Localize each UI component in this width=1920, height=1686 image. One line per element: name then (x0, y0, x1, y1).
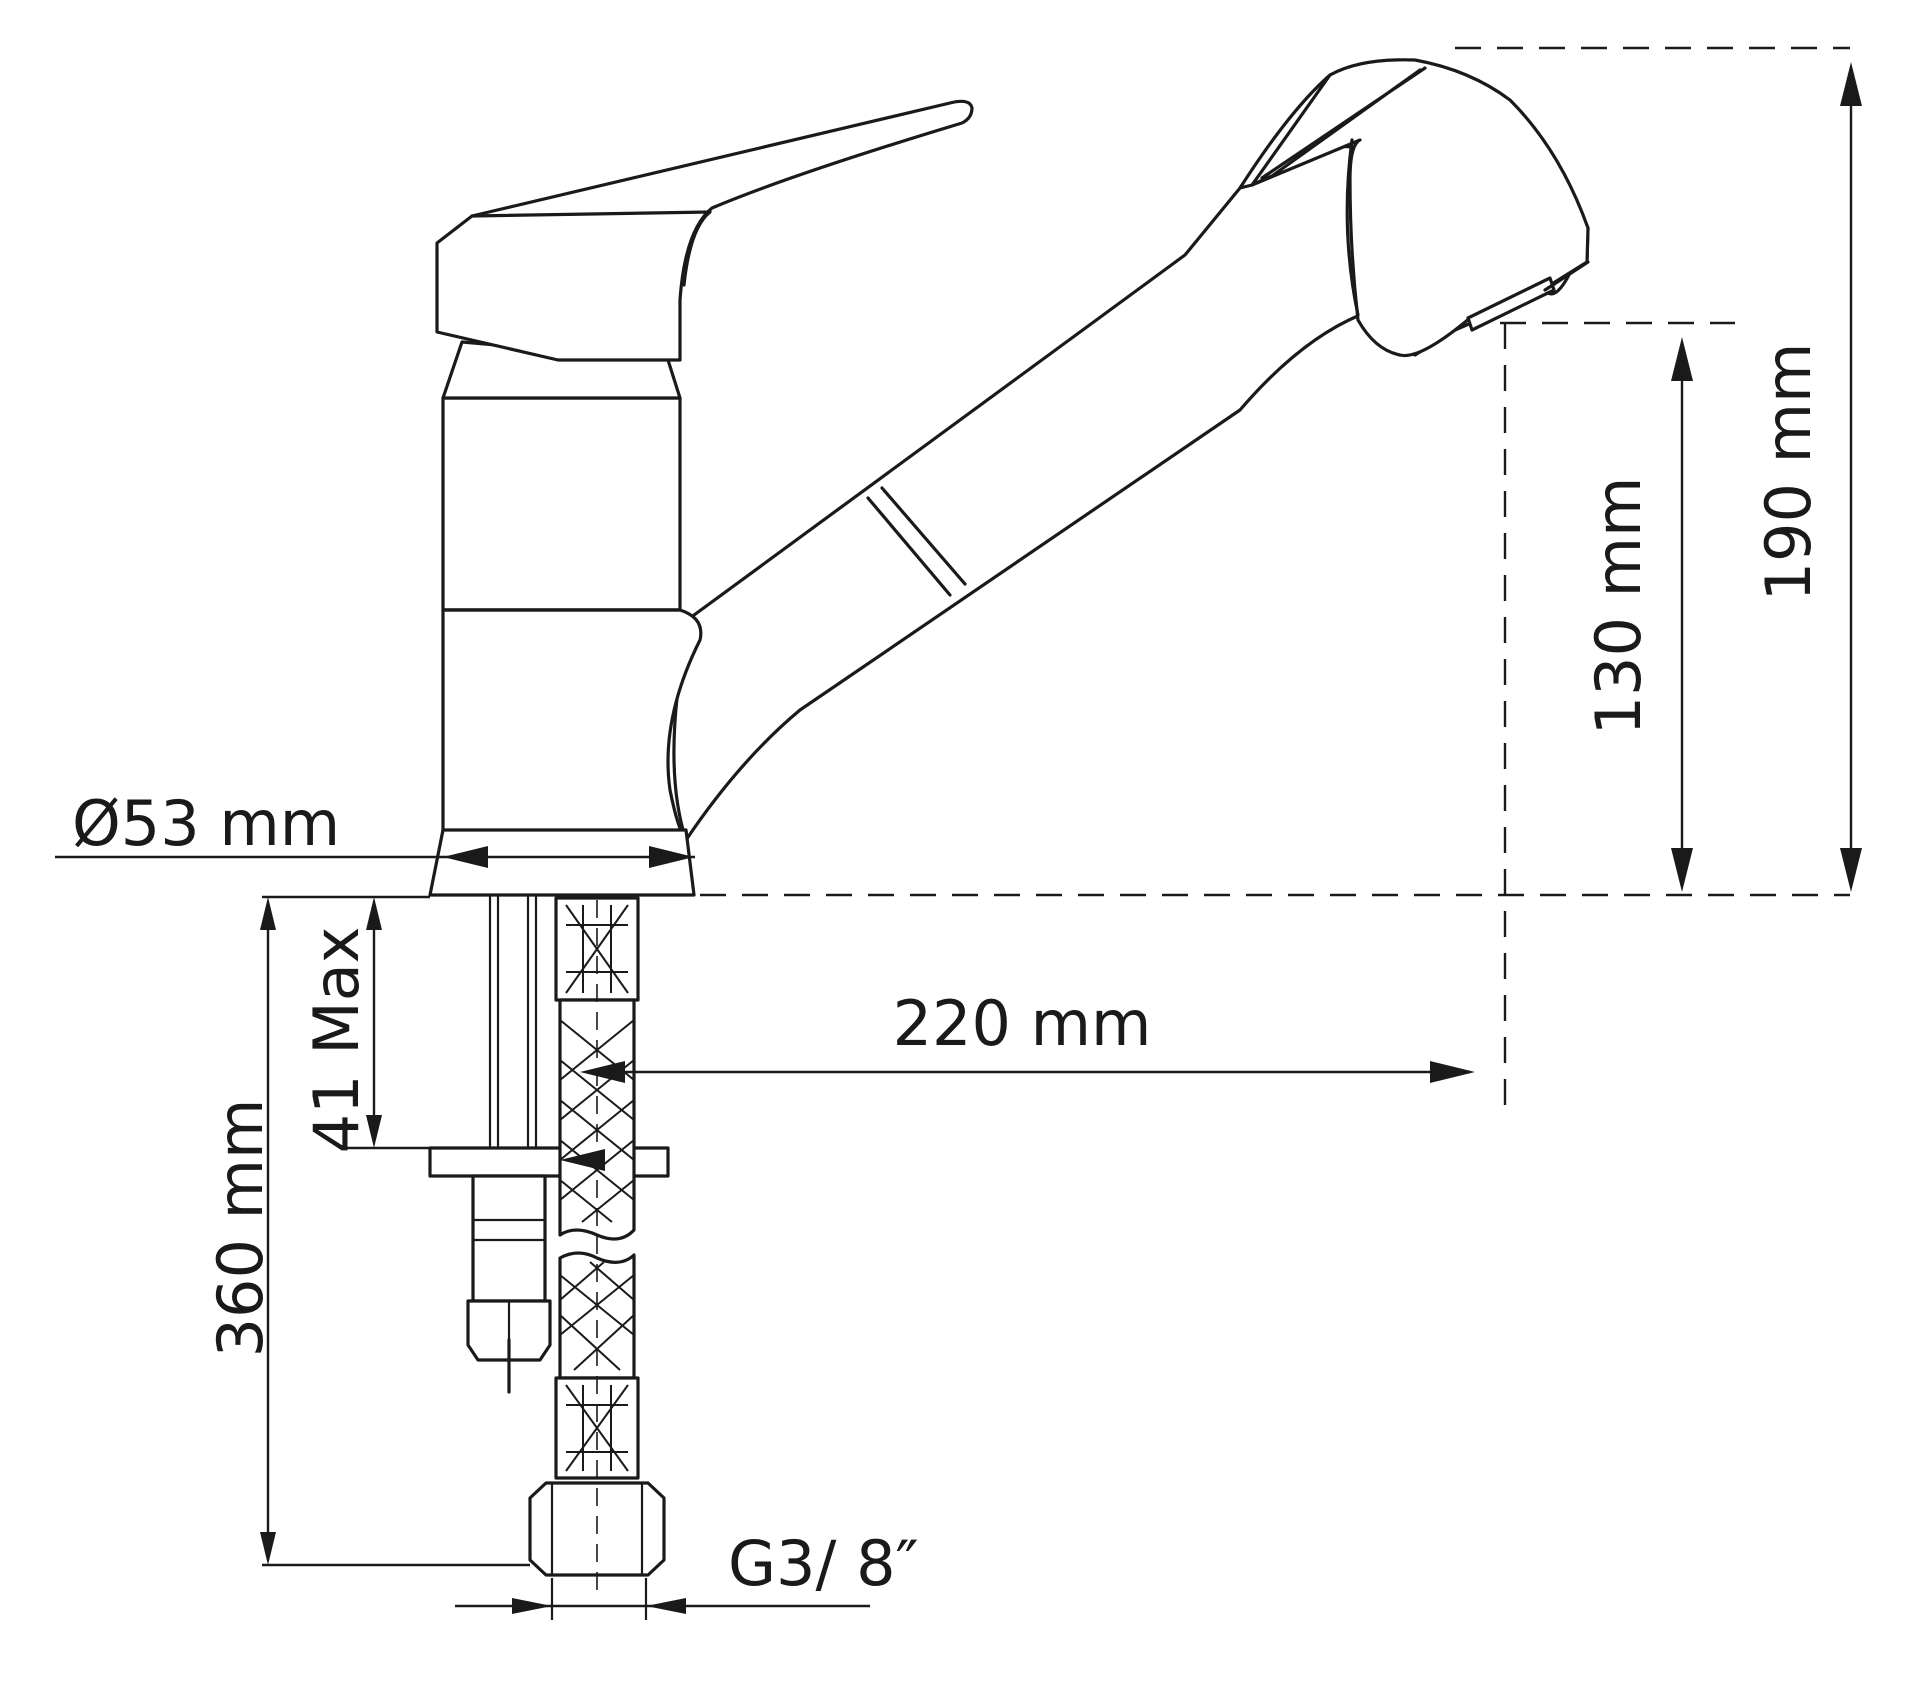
label-53: Ø53 mm (72, 787, 340, 860)
faucet-body (428, 58, 1590, 897)
spout-ring (866, 486, 967, 597)
label-220: 220 mm (893, 987, 1152, 1060)
arrow-220-left (580, 1061, 625, 1083)
dimension-lines (55, 46, 1862, 1620)
label-thread: G3/ 8″ (728, 1527, 919, 1600)
arrow-53-left (443, 846, 488, 868)
label-130: 130 mm (1582, 477, 1655, 736)
arrow-53-right (649, 846, 694, 868)
arrow-190-bottom (1840, 848, 1862, 892)
label-190: 190 mm (1752, 343, 1825, 602)
body-lower (441, 608, 703, 842)
threaded-rod (488, 895, 538, 1150)
label-360: 360 mm (204, 1099, 277, 1358)
hose-upper (558, 998, 636, 1241)
arrow-130-top (1671, 337, 1693, 381)
under-sink-parts (428, 895, 670, 1600)
fixing-nut (471, 1174, 547, 1303)
arrow-190-top (1840, 62, 1862, 106)
lever-handle (435, 99, 974, 362)
arrow-130-bottom (1671, 848, 1693, 892)
label-41: 41 Max (300, 927, 373, 1154)
arrow-220-right (1430, 1061, 1475, 1083)
base-ring (428, 828, 696, 897)
body-upper (441, 396, 682, 612)
